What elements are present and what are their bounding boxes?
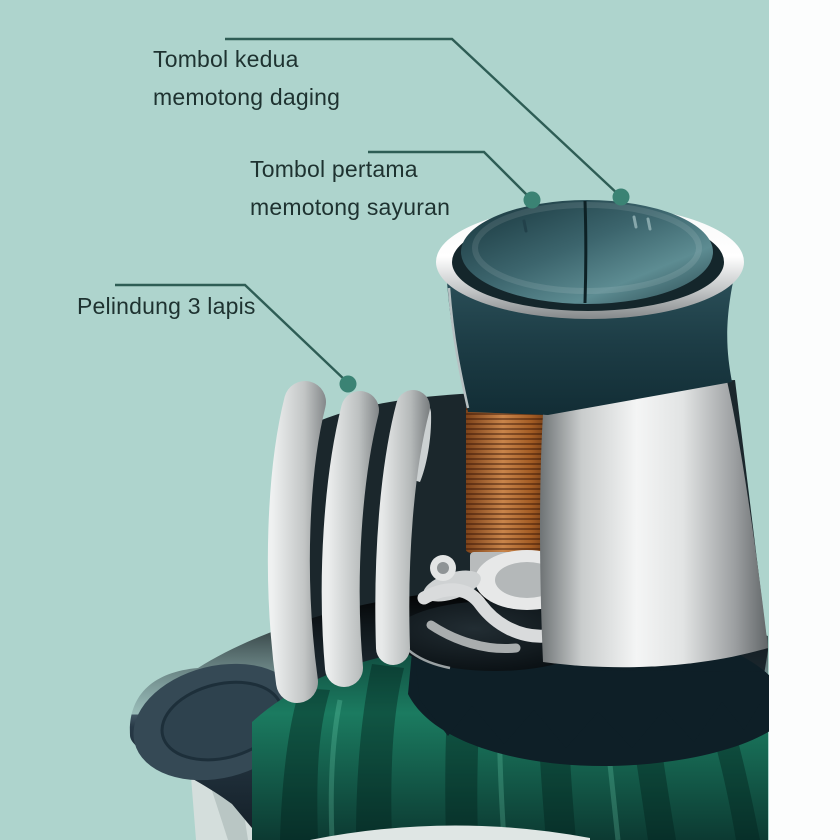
speed-buttons-dome-sheen (472, 202, 702, 294)
callout-dots (339, 188, 630, 393)
callout-guard-line1: Pelindung 3 lapis (77, 293, 256, 319)
callout-button2: Tombol kedua memotong daging (153, 40, 340, 116)
guard-fin-middle (321, 391, 379, 687)
chopping-blade-lower (426, 620, 521, 654)
speed-2-mark (632, 215, 652, 231)
housing-band-cut-edge (447, 287, 470, 409)
motor-coil-texture (466, 408, 548, 558)
button-split-seam (583, 200, 588, 304)
callout-button1-line1: Tombol pertama (250, 156, 418, 182)
callout-line-button2 (225, 37, 621, 197)
chopping-blade-upper (417, 583, 553, 643)
callout-dot-button1 (523, 191, 541, 209)
guard-fin-front (267, 381, 326, 703)
bowl-glass-glint (310, 825, 590, 840)
callout-button2-line1: Tombol kedua (153, 46, 299, 72)
steel-cone (540, 381, 768, 668)
callout-button1-line2: memotong sayuran (250, 194, 451, 220)
callout-button2-line2: memotong daging (153, 84, 341, 110)
callout-line-guard (115, 283, 348, 383)
callout-button1: Tombol pertama memotong sayuran (250, 150, 450, 226)
callout-line-button1 (368, 150, 532, 200)
blade-bolt-core (437, 562, 449, 574)
callout-dot-button2 (612, 188, 630, 206)
callout-guard: Pelindung 3 lapis (77, 287, 256, 325)
callout-lines (115, 37, 621, 383)
speed-1-mark (522, 219, 528, 233)
collar-teeth (416, 668, 766, 748)
callout-dot-guard (339, 375, 357, 393)
right-margin-strip (769, 0, 840, 840)
guard-fin-rear (375, 390, 430, 665)
